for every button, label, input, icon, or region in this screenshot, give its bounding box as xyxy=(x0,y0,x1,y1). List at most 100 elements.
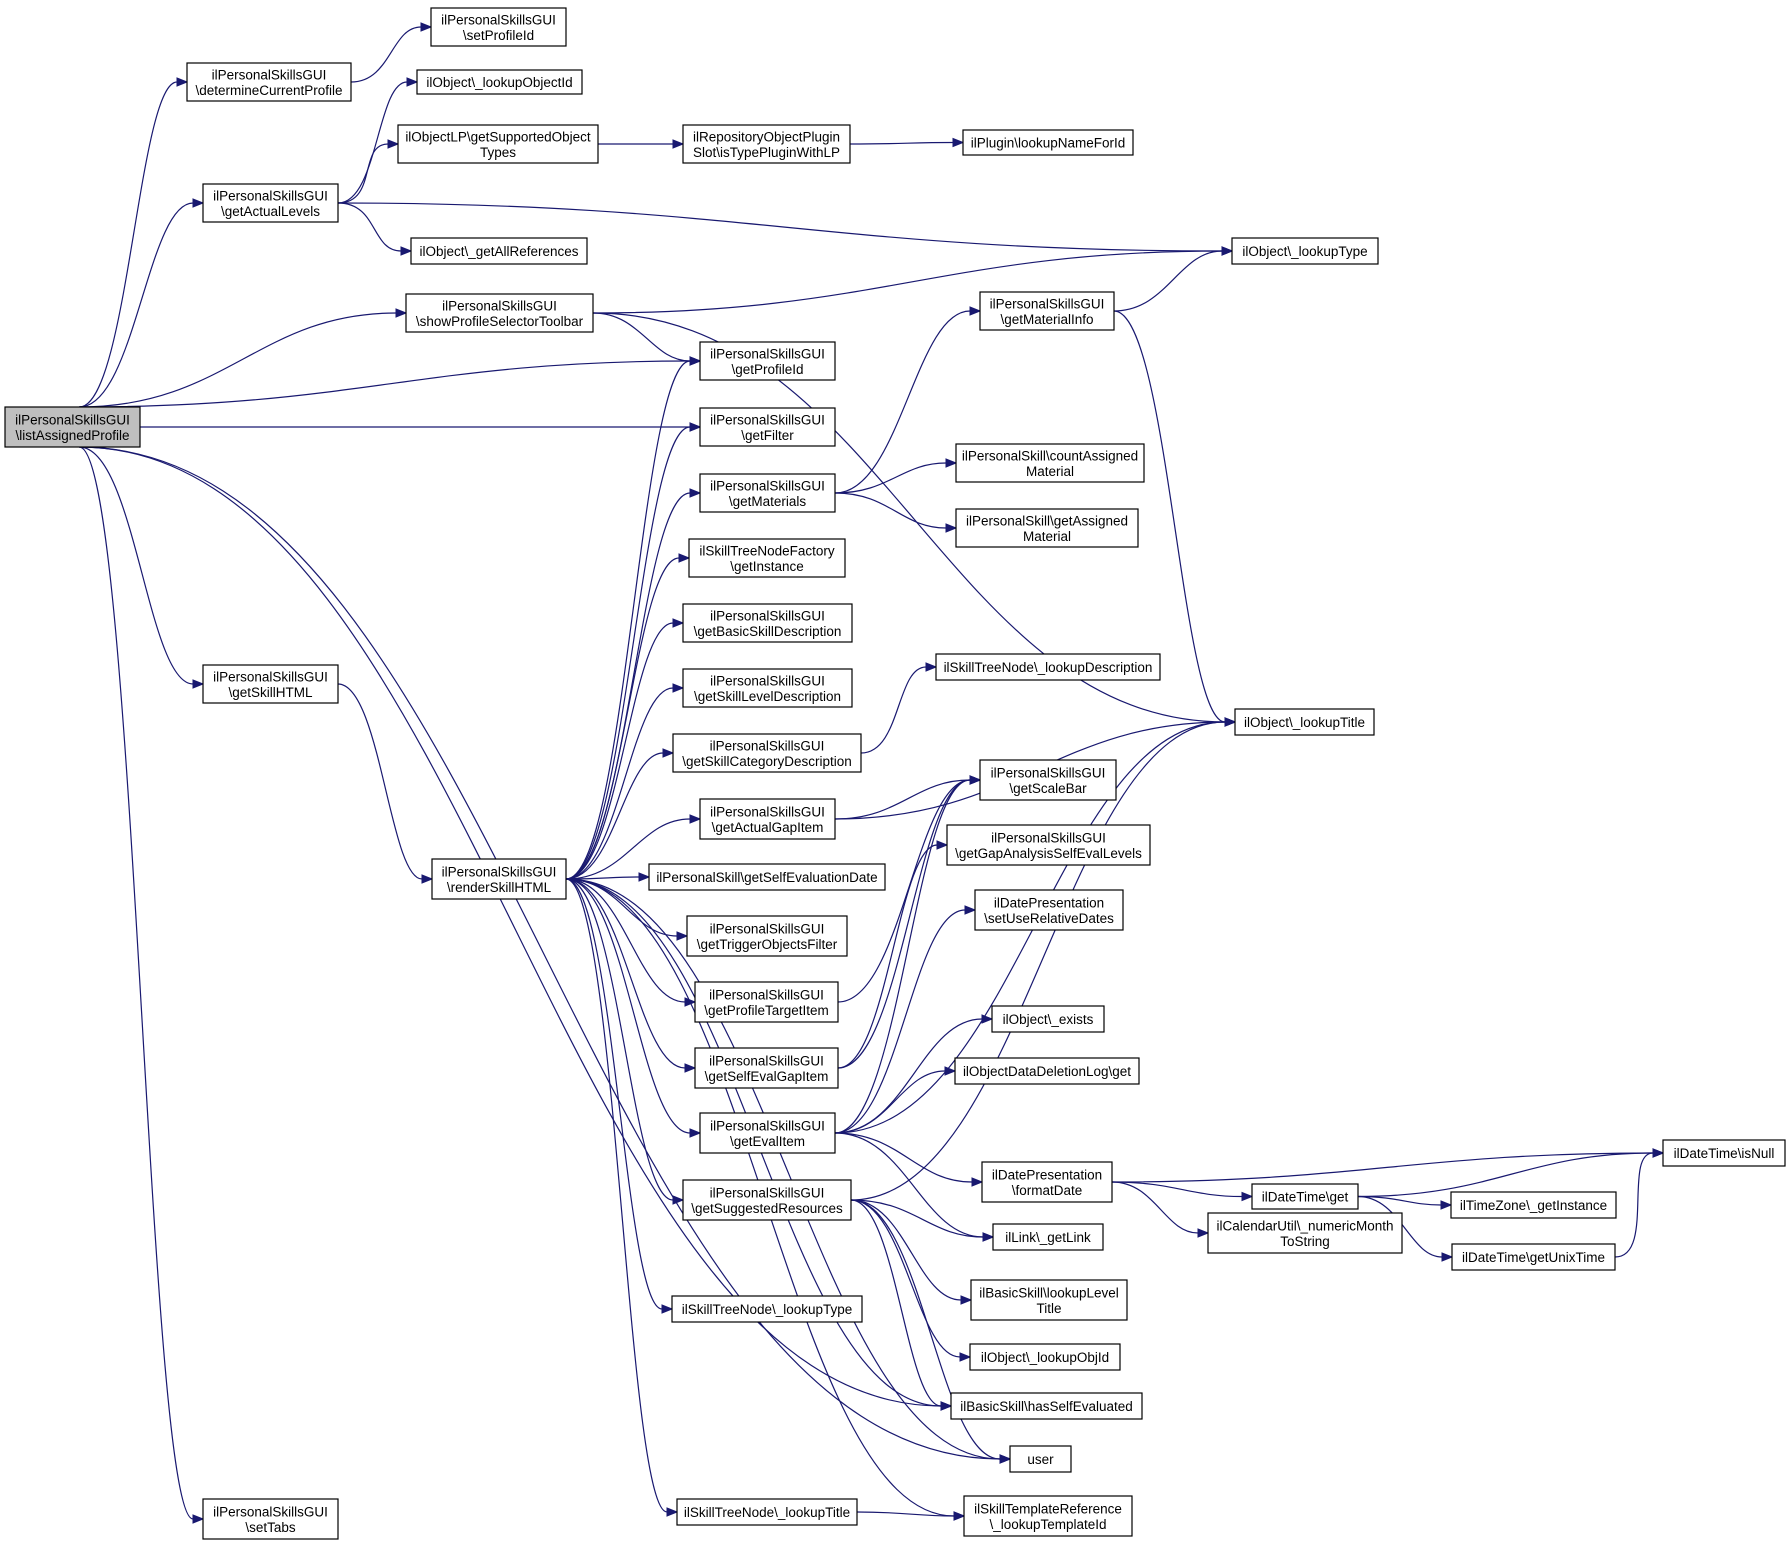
node-label-line: ilPersonalSkill\countAssigned xyxy=(962,448,1138,463)
node-box xyxy=(979,291,1115,331)
edge-renderSkillHTML-to-getActualGapItem xyxy=(565,814,702,880)
node-box xyxy=(688,538,846,578)
edge-line xyxy=(834,779,971,1134)
node-getProfileTargetItem[interactable]: ilPersonalSkillsGUI\getProfileTargetItem xyxy=(694,981,839,1023)
node-label-line: ilSkillTreeNode\_lookupType xyxy=(682,1302,853,1317)
node-label-line: ilDatePresentation xyxy=(992,1167,1102,1182)
node-label-line: \determineCurrentProfile xyxy=(195,83,342,98)
node-getProfileId[interactable]: ilPersonalSkillsGUI\getProfileId xyxy=(699,341,836,381)
node-user[interactable]: user xyxy=(1009,1445,1072,1473)
node-getLink[interactable]: ilLink\_getLink xyxy=(992,1223,1104,1251)
edge-getMaterials-to-getMaterialInfo xyxy=(834,306,982,494)
node-getEvalItem[interactable]: ilPersonalSkillsGUI\getEvalItem xyxy=(699,1112,836,1154)
node-getInstanceFactory[interactable]: ilSkillTreeNodeFactory\getInstance xyxy=(688,538,846,578)
node-box xyxy=(676,1498,858,1526)
node-label-line: ilPersonalSkillsGUI xyxy=(213,188,328,203)
edge-arrowhead xyxy=(952,137,965,148)
node-deletionLogGet[interactable]: ilObjectDataDeletionLog\get xyxy=(954,1057,1140,1085)
node-box xyxy=(671,1295,863,1323)
edge-line xyxy=(834,909,966,1134)
edge-arrowhead xyxy=(666,1507,679,1517)
edge-arrowhead xyxy=(689,356,702,366)
node-box xyxy=(955,508,1139,548)
node-lookupSkillType[interactable]: ilSkillTreeNode\_lookupType xyxy=(671,1295,863,1323)
node-getSkillCategoryDescription[interactable]: ilPersonalSkillsGUI\getSkillCategoryDesc… xyxy=(672,733,862,773)
edge-getSupportedObjectTypes-to-isTypePluginWithLP xyxy=(598,139,685,149)
node-lookupObjId[interactable]: ilObject\_lookupObjId xyxy=(969,1343,1121,1371)
node-lookupType[interactable]: ilObject\_lookupType xyxy=(1231,237,1379,265)
node-lookupTemplateId[interactable]: ilSkillTemplateReference\_lookupTemplate… xyxy=(963,1495,1133,1537)
node-getActualLevels[interactable]: ilPersonalSkillsGUI\getActualLevels xyxy=(202,183,339,223)
node-label-line: ilRepositoryObjectPlugin xyxy=(693,129,840,144)
node-determineCurrentProfile[interactable]: ilPersonalSkillsGUI\determineCurrentProf… xyxy=(186,62,352,102)
node-label-line: ilPersonalSkillsGUI xyxy=(991,765,1106,780)
edge-arrowhead xyxy=(1440,1200,1453,1210)
edge-showProfileSelectorToolbar-to-lookupType xyxy=(592,246,1234,314)
node-getAllReferences[interactable]: ilObject\_getAllReferences xyxy=(410,237,588,265)
node-dateTimeGet[interactable]: ilDateTime\get xyxy=(1251,1183,1359,1210)
node-label-line: \getProfileTargetItem xyxy=(704,1003,829,1018)
node-getBasicSkillDescription[interactable]: ilPersonalSkillsGUI\getBasicSkillDescrip… xyxy=(682,603,853,643)
edge-arrowhead xyxy=(969,306,982,316)
node-getSelfEvaluationDate[interactable]: ilPersonalSkill\getSelfEvaluationDate xyxy=(648,863,886,891)
node-getMaterials[interactable]: ilPersonalSkillsGUI\getMaterials xyxy=(699,473,836,513)
node-getSuggestedResources[interactable]: ilPersonalSkillsGUI\getSuggestedResource… xyxy=(682,1179,852,1221)
node-getTriggerObjectsFilter[interactable]: ilPersonalSkillsGUI\getTriggerObjectsFil… xyxy=(686,915,848,957)
node-isTypePluginWithLP[interactable]: ilRepositoryObjectPluginSlot\isTypePlugi… xyxy=(682,124,851,164)
node-label-line: \getMaterialInfo xyxy=(1000,312,1093,327)
edge-line xyxy=(1111,1152,1654,1183)
node-box xyxy=(416,69,583,95)
node-label-line: \getGapAnalysisSelfEvalLevels xyxy=(955,846,1142,861)
node-getScaleBar[interactable]: ilPersonalSkillsGUI\getScaleBar xyxy=(979,759,1117,801)
node-root[interactable]: ilPersonalSkillsGUI\listAssignedProfile xyxy=(4,406,141,448)
edge-getEvalItem-to-setUseRelativeDates xyxy=(834,905,977,1134)
node-setTabs[interactable]: ilPersonalSkillsGUI\setTabs xyxy=(202,1498,339,1540)
node-getActualGapItem[interactable]: ilPersonalSkillsGUI\getActualGapItem xyxy=(699,798,836,840)
node-box xyxy=(979,759,1117,801)
node-label-line: \getSkillLevelDescription xyxy=(694,689,841,704)
node-getGapAnalysisSelfEvalLevels[interactable]: ilPersonalSkillsGUI\getGapAnalysisSelfEv… xyxy=(946,824,1151,866)
edge-arrowhead xyxy=(999,1454,1012,1464)
edge-root-to-determineCurrentProfile xyxy=(79,77,189,408)
node-label-line: \_lookupTemplateId xyxy=(989,1517,1106,1532)
node-setProfileId[interactable]: ilPersonalSkillsGUI\setProfileId xyxy=(430,7,567,47)
node-getUnixTime[interactable]: ilDateTime\getUnixTime xyxy=(1451,1243,1616,1271)
node-lookupNameForId[interactable]: ilPlugin\lookupNameForId xyxy=(962,129,1134,156)
node-exists[interactable]: ilObject\_exists xyxy=(991,1005,1105,1033)
node-label-line: ilPersonalSkillsGUI xyxy=(710,738,825,753)
node-formatDate[interactable]: ilDatePresentation\formatDate xyxy=(981,1161,1113,1203)
node-getMaterialInfo[interactable]: ilPersonalSkillsGUI\getMaterialInfo xyxy=(979,291,1115,331)
node-tzGetInstance[interactable]: ilTimeZone\_getInstance xyxy=(1450,1191,1617,1219)
edge-line xyxy=(592,312,691,362)
node-getSelfEvalGapItem[interactable]: ilPersonalSkillsGUI\getSelfEvalGapItem xyxy=(694,1047,839,1089)
node-getSkillHTML[interactable]: ilPersonalSkillsGUI\getSkillHTML xyxy=(202,664,339,704)
node-lookupTitle[interactable]: ilObject\_lookupTitle xyxy=(1234,708,1375,736)
node-setUseRelativeDates[interactable]: ilDatePresentation\setUseRelativeDates xyxy=(974,889,1124,931)
node-getSkillLevelDescription[interactable]: ilPersonalSkillsGUI\getSkillLevelDescrip… xyxy=(682,668,853,708)
node-hasSelfEvaluated[interactable]: ilBasicSkill\hasSelfEvaluated xyxy=(950,1392,1143,1420)
edge-line xyxy=(337,143,389,204)
node-showProfileSelectorToolbar[interactable]: ilPersonalSkillsGUI\showProfileSelectorT… xyxy=(405,293,594,333)
node-getFilter[interactable]: ilPersonalSkillsGUI\getFilter xyxy=(699,407,836,447)
node-label-line: ilObjectLP\getSupportedObject xyxy=(405,129,591,144)
node-renderSkillHTML[interactable]: ilPersonalSkillsGUI\renderSkillHTML xyxy=(431,858,567,900)
edge-root-to-getProfileId xyxy=(79,356,702,408)
node-box xyxy=(992,1223,1104,1251)
node-label-line: ilPersonalSkillsGUI xyxy=(442,864,557,879)
node-lookupDescription[interactable]: ilSkillTreeNode\_lookupDescription xyxy=(935,653,1161,681)
edge-line xyxy=(565,878,691,1134)
node-lookupSkillTitle[interactable]: ilSkillTreeNode\_lookupTitle xyxy=(676,1498,858,1526)
node-label-line: ilPersonalSkillsGUI xyxy=(15,412,130,427)
node-lookupObjectId[interactable]: ilObject\_lookupObjectId xyxy=(416,69,583,95)
node-isNull[interactable]: ilDateTime\isNull xyxy=(1662,1139,1786,1167)
node-label-line: \getTriggerObjectsFilter xyxy=(697,937,838,952)
edge-determineCurrentProfile-to-setProfileId xyxy=(350,22,433,83)
edge-arrowhead xyxy=(420,22,433,32)
node-label-line: \getSelfEvalGapItem xyxy=(705,1069,829,1084)
